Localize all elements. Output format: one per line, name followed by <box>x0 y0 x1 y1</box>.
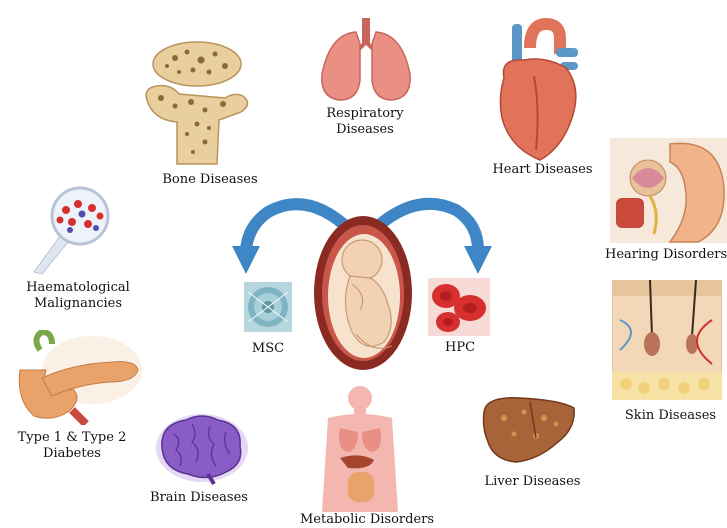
red-blood-cells-icon <box>428 278 490 336</box>
bone-icon <box>135 38 260 168</box>
diabetes-label: Type 1 & Type 2 Diabetes <box>8 430 136 462</box>
hpc-label: HPC <box>432 340 488 356</box>
skin-diseases-label: Skin Diseases <box>618 408 723 424</box>
liver-icon <box>480 394 578 466</box>
hearing-disorders-label: Hearing Disorders <box>605 247 727 263</box>
respiratory-diseases-label: Respiratory Diseases <box>320 106 410 138</box>
human-body-icon <box>318 384 404 512</box>
brain-diseases-label: Brain Diseases <box>145 490 253 506</box>
arrow-to-msc-head <box>232 246 260 274</box>
fetus-icon <box>312 214 414 372</box>
heart-diseases-label: Heart Diseases <box>490 162 595 178</box>
msc-label: MSC <box>240 341 296 357</box>
brain-icon <box>152 410 250 485</box>
pancreas-icon <box>12 330 142 425</box>
liver-diseases-label: Liver Diseases <box>480 474 585 490</box>
skin-layers-icon <box>612 280 722 400</box>
ear-icon <box>610 138 727 243</box>
stem-cell-icon <box>244 282 292 332</box>
heart-icon <box>490 18 585 163</box>
blood-smear-icon <box>30 186 125 276</box>
metabolic-disorders-label: Metabolic Disorders <box>292 512 442 528</box>
haematological-malignancies-label: Haematological Malignancies <box>18 280 138 312</box>
arrow-to-hpc-head <box>464 246 492 274</box>
bone-diseases-label: Bone Diseases <box>160 172 260 188</box>
lungs-icon <box>316 14 416 104</box>
